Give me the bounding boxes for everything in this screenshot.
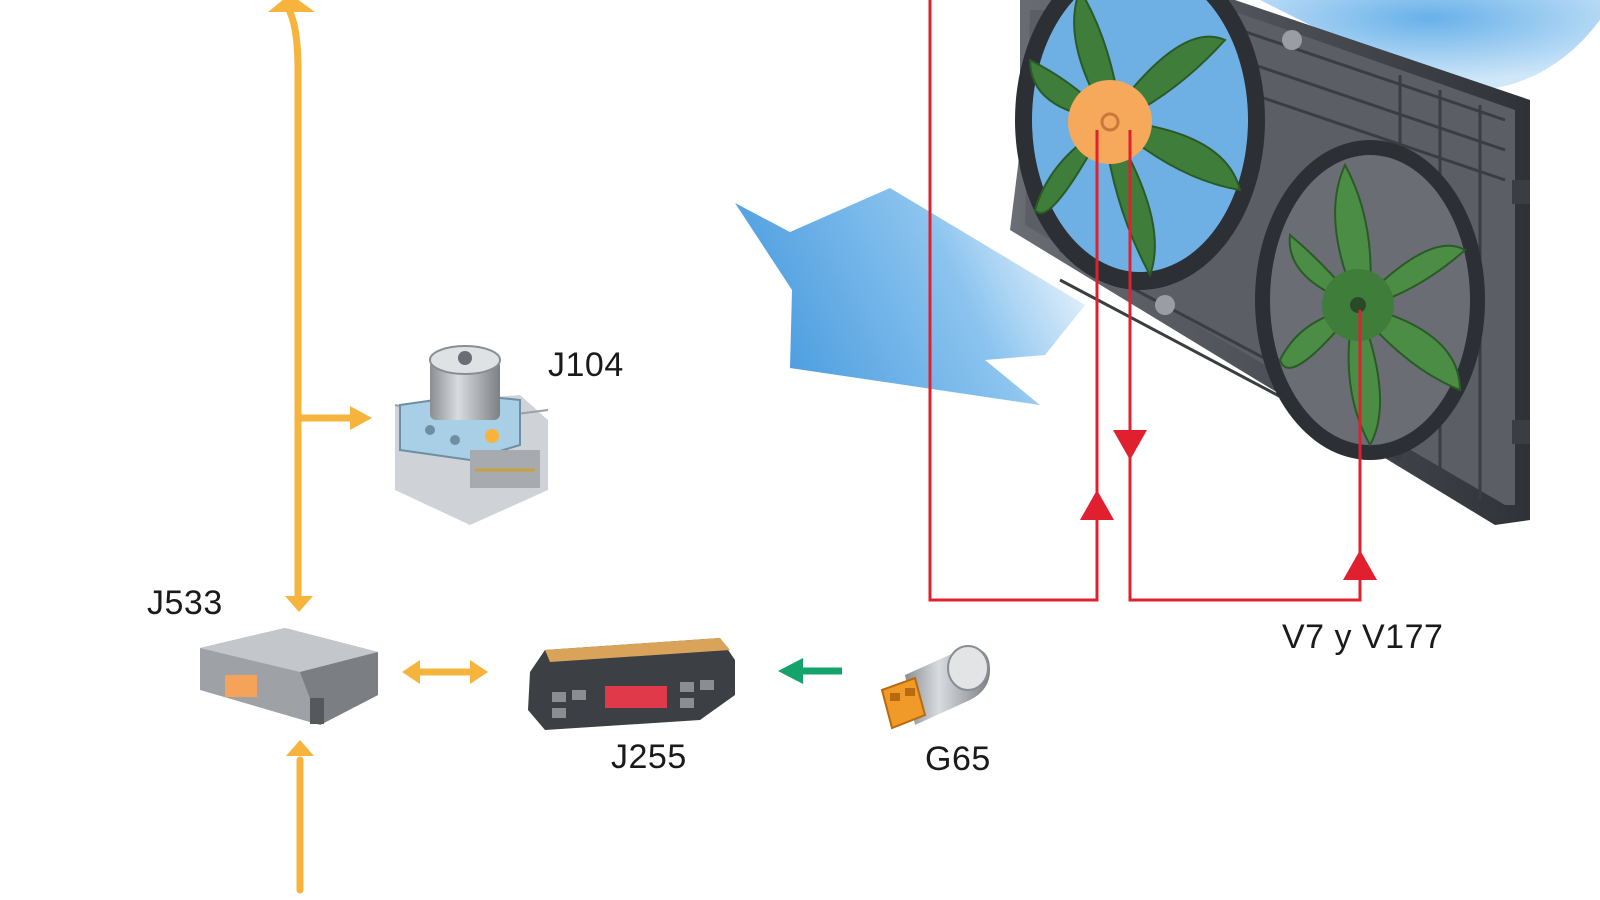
radiator-fan-assembly-icon: [1010, 0, 1530, 525]
can-bus-arrowheads: [268, 0, 488, 756]
fan-wiring-arrows: [1080, 430, 1377, 580]
fan-wiring: [928, 0, 1362, 602]
label-j255: J255: [611, 738, 687, 776]
gateway-module-icon: [200, 628, 378, 725]
pressure-sensor-icon: [880, 645, 990, 730]
label-j104: J104: [548, 346, 624, 384]
airflow-backdrop: [1260, 0, 1600, 92]
label-j533: J533: [147, 584, 223, 622]
climate-control-panel-icon: [528, 638, 735, 730]
airflow-arrow-icon: [735, 188, 1085, 405]
label-g65: G65: [925, 740, 991, 778]
can-bus-lines: [286, 8, 474, 894]
signal-arrow-icon: [778, 658, 842, 684]
abs-control-unit-icon: [394, 345, 549, 525]
label-fans: V7 y V177: [1282, 618, 1444, 656]
